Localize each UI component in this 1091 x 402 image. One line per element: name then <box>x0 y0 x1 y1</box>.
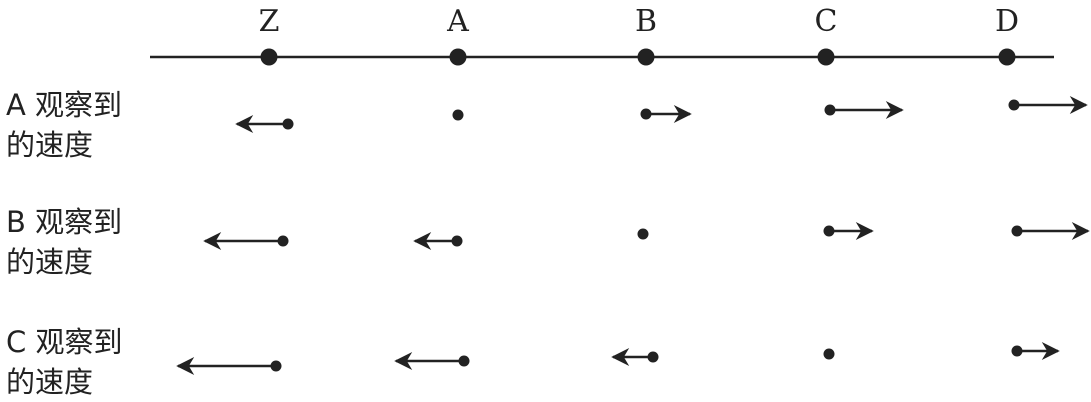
row-b-label-line2: 的速度 <box>6 245 93 279</box>
row-a-label-line1: A 观察到 <box>6 88 122 122</box>
row-a-velocities <box>235 96 1088 133</box>
axis-point-c <box>817 48 835 66</box>
point-label-a: A <box>446 4 469 39</box>
point-label-d: D <box>995 4 1019 39</box>
row-c-velocities <box>176 342 1060 375</box>
row-c-label-line1: C 观察到 <box>6 325 122 359</box>
velocity-z-seen-by-c <box>176 357 282 375</box>
point-label-z: Z <box>259 4 280 39</box>
axis-point-z <box>260 48 278 66</box>
velocity-c-seen-by-a <box>824 101 904 119</box>
axis-point-b <box>637 48 655 66</box>
row-b-label-line1: B 观察到 <box>6 205 122 239</box>
axis-point-a <box>449 48 467 66</box>
velocity-b-seen-by-b <box>637 228 649 240</box>
velocity-a-seen-by-b <box>413 232 463 250</box>
velocity-b-seen-by-c <box>611 348 659 366</box>
row-labels: A 观察到 的速度 B 观察到 的速度 C 观察到 的速度 <box>6 88 122 399</box>
velocity-z-seen-by-b <box>203 232 289 250</box>
row-c-label-line2: 的速度 <box>6 365 93 399</box>
point-label-c: C <box>815 4 838 39</box>
velocity-d-seen-by-c <box>1011 342 1060 360</box>
axis-points: Z A B C D <box>259 4 1019 66</box>
velocity-d-seen-by-b <box>1011 222 1090 240</box>
velocity-z-seen-by-a <box>235 115 294 133</box>
velocity-c-seen-by-c <box>823 348 835 360</box>
velocity-b-seen-by-a <box>640 105 692 123</box>
velocity-d-seen-by-a <box>1008 96 1088 114</box>
velocity-a-seen-by-a <box>452 109 464 121</box>
point-label-b: B <box>635 4 657 39</box>
velocity-c-seen-by-b <box>823 222 874 240</box>
velocity-a-seen-by-c <box>394 352 470 370</box>
row-a-label-line2: 的速度 <box>6 128 93 162</box>
row-b-velocities <box>203 222 1090 250</box>
axis-point-d <box>998 48 1016 66</box>
